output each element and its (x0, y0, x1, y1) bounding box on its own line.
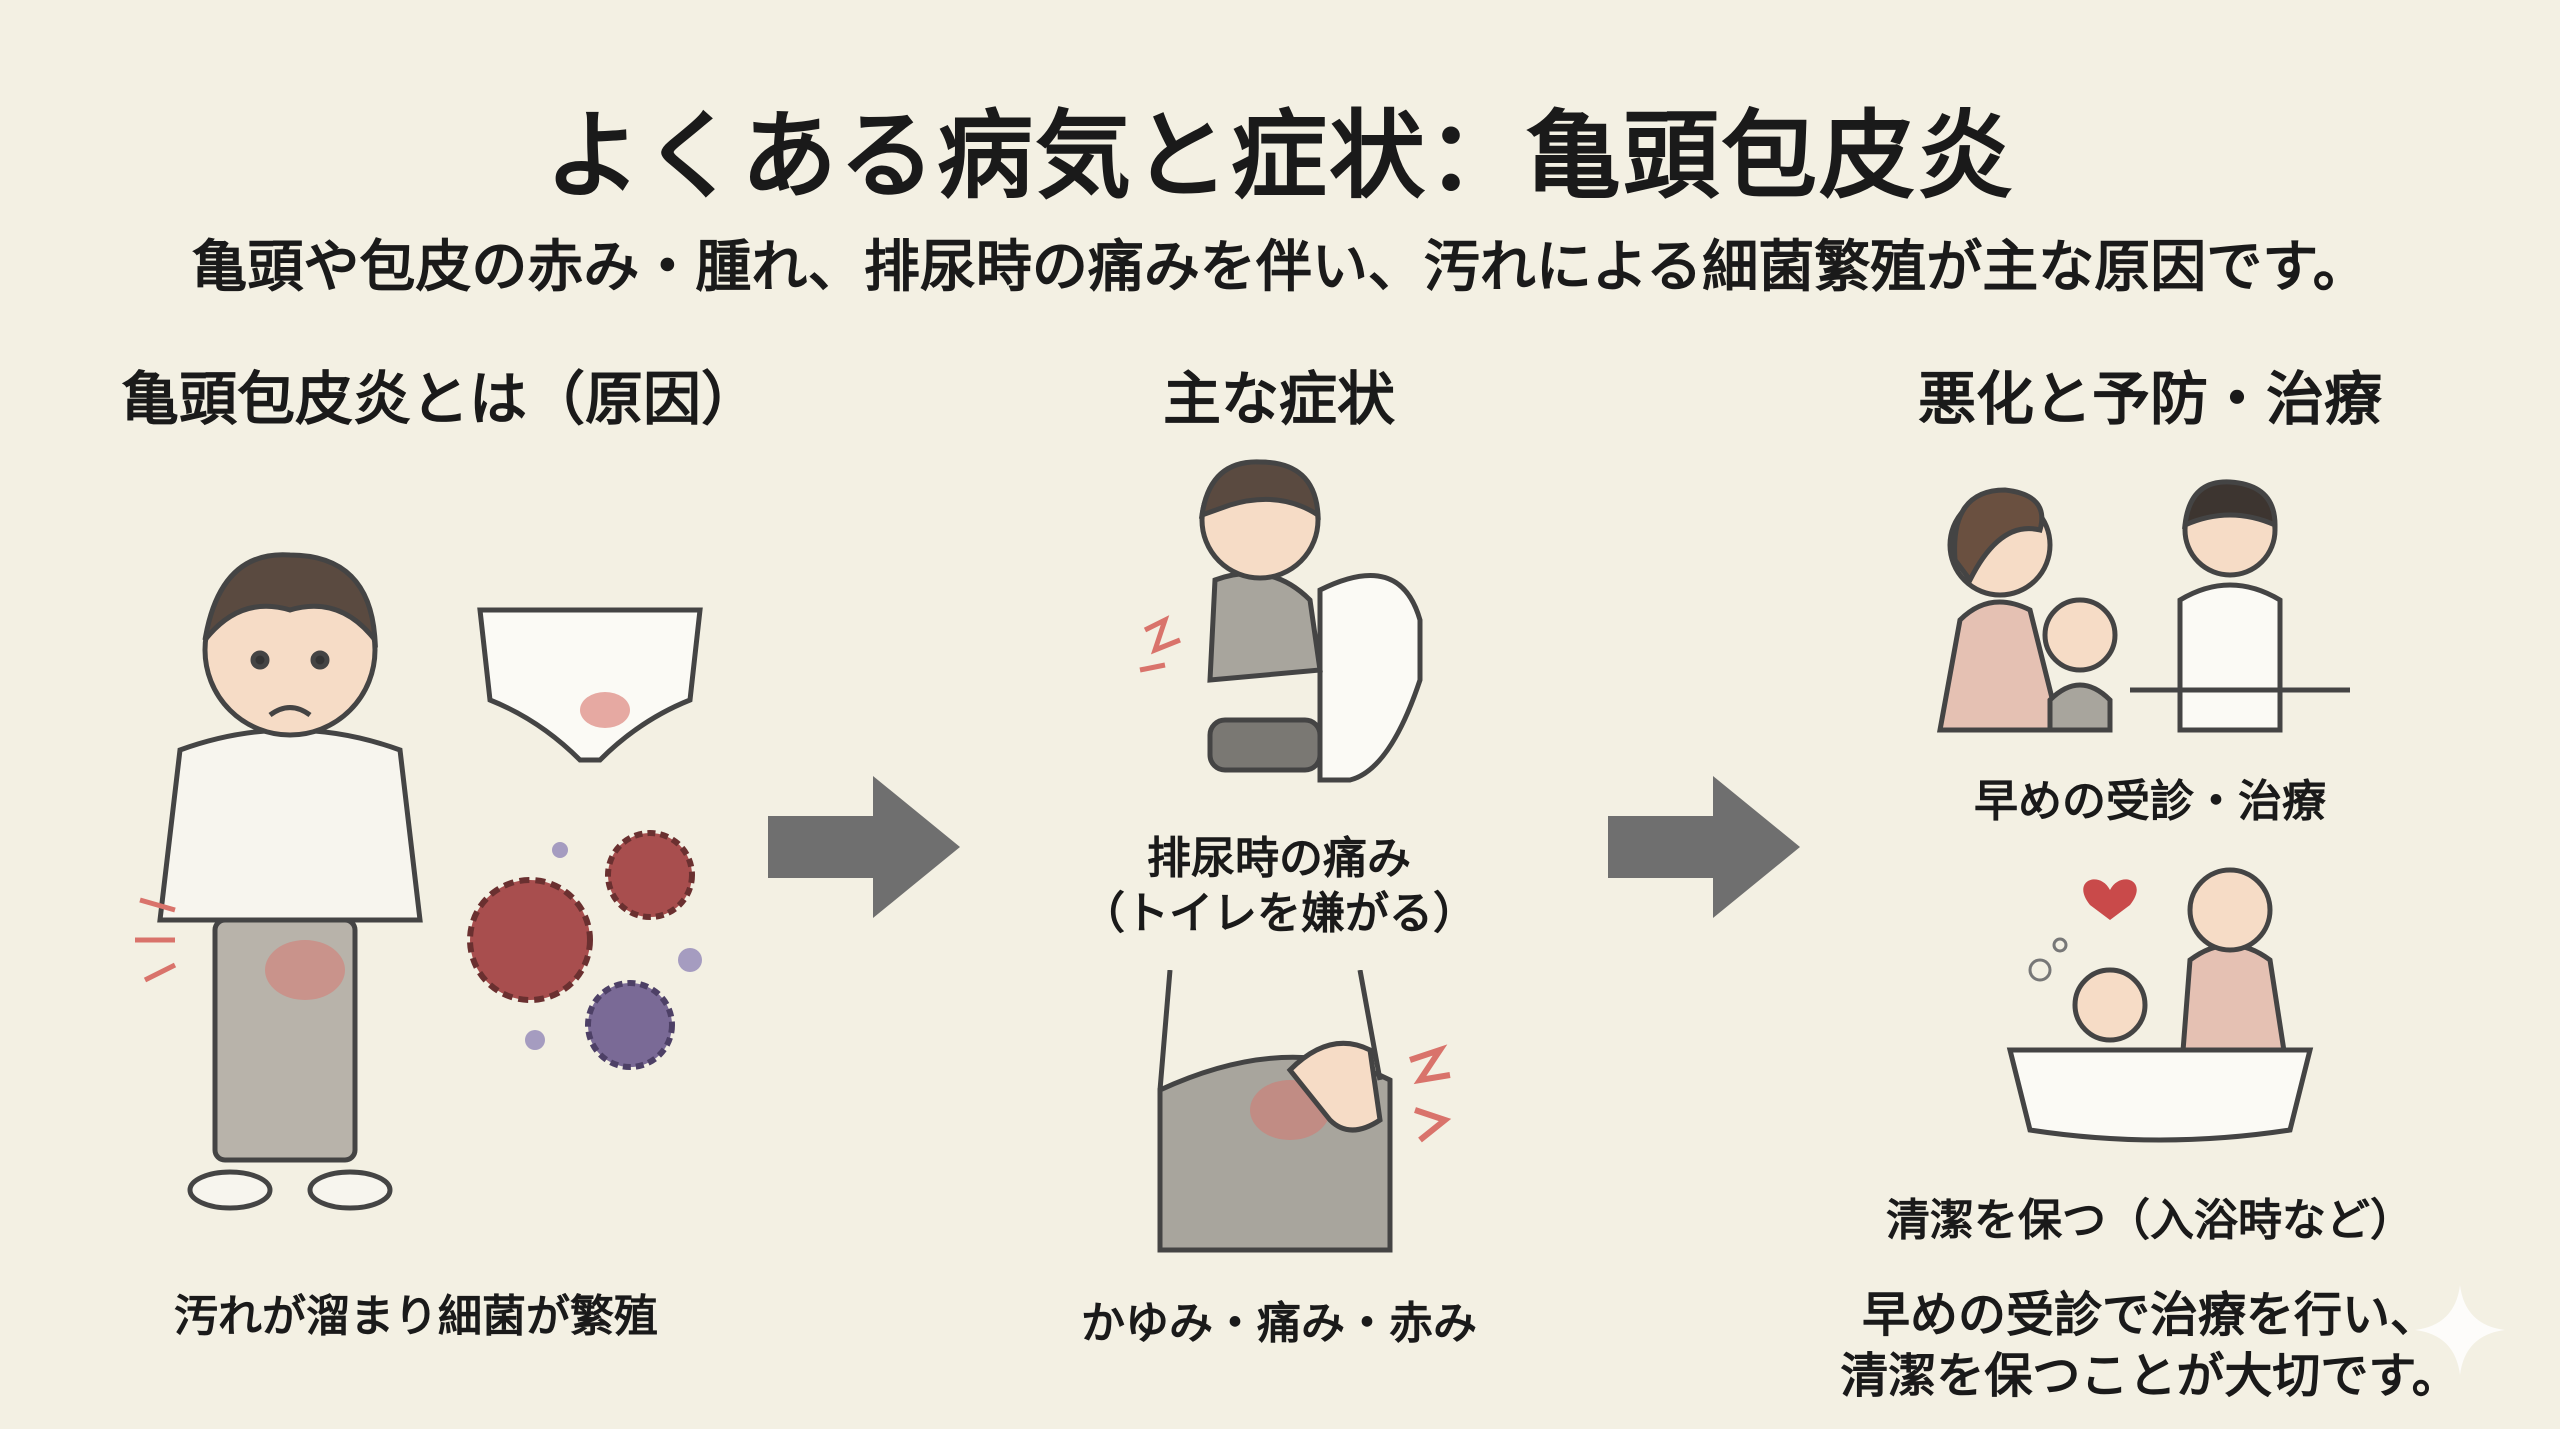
summary-line-2: 清潔を保つことが大切です。 (1840, 1348, 2460, 1404)
caption-dislikes-toilet: （トイレを嫌がる） (1081, 888, 1477, 939)
caption-urination-pain: 排尿時の痛み (1147, 833, 1411, 884)
section-heading-symptoms: 主な症状 (1162, 365, 1396, 433)
doctor-consultation-illustration (1937, 479, 2350, 733)
caption-itch-pain-redness: かゆみ・痛み・赤み (1081, 1298, 1477, 1349)
heart-icon (2083, 879, 2137, 920)
caption-early-visit: 早めの受診・治療 (1974, 776, 2326, 827)
section-heading-treatment: 悪化と予防・治療 (1917, 365, 2383, 433)
caption-keep-clean: 清潔を保つ（入浴時など） (1886, 1195, 2414, 1246)
itchy-bottom-illustration (1157, 970, 1452, 1253)
section-heading-cause: 亀頭包皮炎とは（原因） (120, 365, 760, 433)
underwear-icon (477, 607, 703, 763)
sparkle-icon (2415, 1285, 2505, 1375)
page-subtitle: 亀頭や包皮の赤み・腫れ、排尿時の痛みを伴い、汚れによる細菌繁殖が主な原因です。 (191, 235, 2369, 300)
bacteria-icon (467, 830, 702, 1070)
caption-cause: 汚れが溜まり細菌が繁殖 (174, 1291, 658, 1342)
boy-on-toilet-illustration (1139, 459, 1423, 783)
worried-boy-icon (157, 552, 423, 1211)
worried-boy-bacteria-illustration (135, 552, 703, 1211)
arrow-right-icon (768, 776, 960, 918)
summary-line-1: 早めの受診で治療を行い、 (1861, 1287, 2439, 1343)
page-title: よくある病気と症状：亀頭包皮炎 (545, 100, 2015, 212)
arrow-right-icon (1608, 776, 1800, 918)
bathing-child-illustration (2006, 867, 2314, 1143)
